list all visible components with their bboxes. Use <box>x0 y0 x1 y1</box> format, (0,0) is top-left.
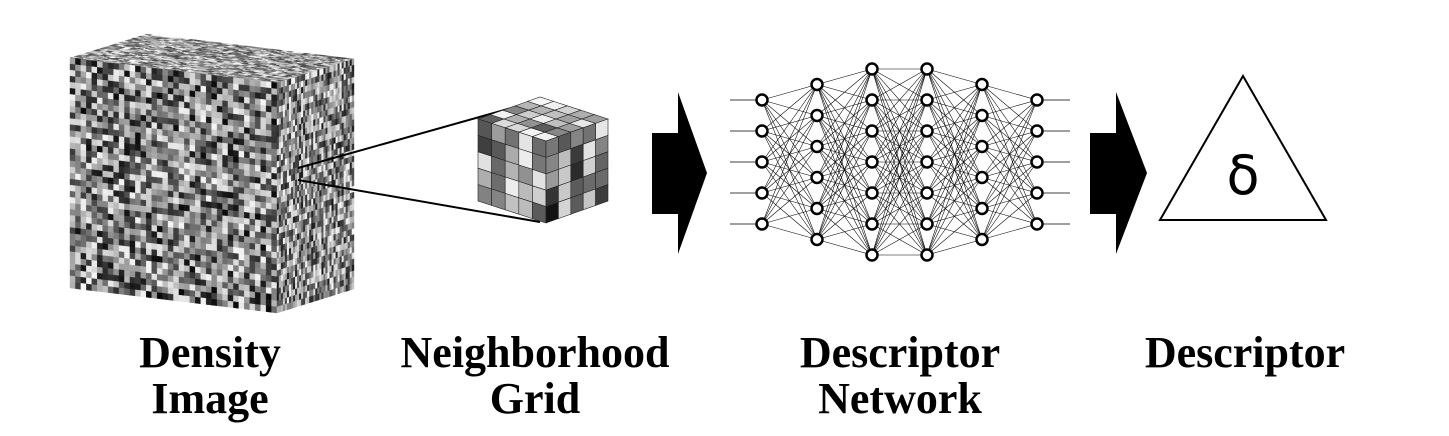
network-node <box>975 77 989 92</box>
label-line: Descriptor <box>799 328 1001 377</box>
network-node <box>1030 124 1044 138</box>
label-line: Image <box>151 374 269 423</box>
network-node <box>920 124 934 138</box>
network-node <box>975 108 989 123</box>
network-node <box>1030 217 1044 231</box>
network-node <box>920 186 934 200</box>
network-node <box>975 170 989 185</box>
network-nodes <box>755 62 1044 262</box>
network-node <box>975 139 989 154</box>
neighborhood-grid-label: Neighborhood Grid <box>375 330 695 422</box>
zoom-line-bottom <box>297 179 541 223</box>
neighborhood-cube-icon <box>477 96 609 224</box>
label-line: Descriptor <box>1144 328 1346 377</box>
network-node <box>810 170 824 185</box>
network-edges <box>730 68 1070 256</box>
network-node <box>810 232 824 247</box>
network-node <box>920 155 934 169</box>
arrow-shape <box>652 92 707 254</box>
network-node <box>755 93 769 107</box>
descriptor-label: Descriptor <box>1110 330 1380 376</box>
network-node <box>1030 93 1044 107</box>
network-node <box>975 201 989 216</box>
label-line: Network <box>818 374 982 423</box>
triangle-icon: δ <box>1158 73 1328 221</box>
network-node <box>865 62 879 76</box>
network-node <box>810 201 824 216</box>
network-node <box>865 248 879 262</box>
network-node <box>755 155 769 169</box>
label-line: Grid <box>489 374 581 423</box>
network-node <box>810 77 824 92</box>
label-line: Neighborhood <box>400 328 670 377</box>
network-node <box>865 93 879 107</box>
network-node <box>755 124 769 138</box>
network-node <box>865 155 879 169</box>
arrow-icon <box>1090 92 1147 254</box>
network-node <box>920 62 934 76</box>
network-node <box>810 139 824 154</box>
density-cube-icon <box>69 33 355 314</box>
descriptor-network-icon <box>730 62 1070 262</box>
network-node <box>920 93 934 107</box>
network-node <box>755 186 769 200</box>
network-node <box>755 217 769 231</box>
network-node <box>1030 155 1044 169</box>
descriptor-network-label: Descriptor Network <box>760 330 1040 422</box>
descriptor-triangle <box>1158 73 1328 221</box>
network-node <box>920 217 934 231</box>
network-node <box>865 124 879 138</box>
arrow-icon <box>652 92 707 254</box>
label-line: Density <box>139 328 281 377</box>
arrow-shape <box>1090 92 1147 254</box>
network-node <box>920 248 934 262</box>
network-node <box>865 186 879 200</box>
network-node <box>865 217 879 231</box>
network-node <box>1030 186 1044 200</box>
density-image-label: Density Image <box>110 330 310 422</box>
network-node <box>975 232 989 247</box>
descriptor-symbol: δ <box>1226 144 1259 207</box>
network-node <box>810 108 824 123</box>
